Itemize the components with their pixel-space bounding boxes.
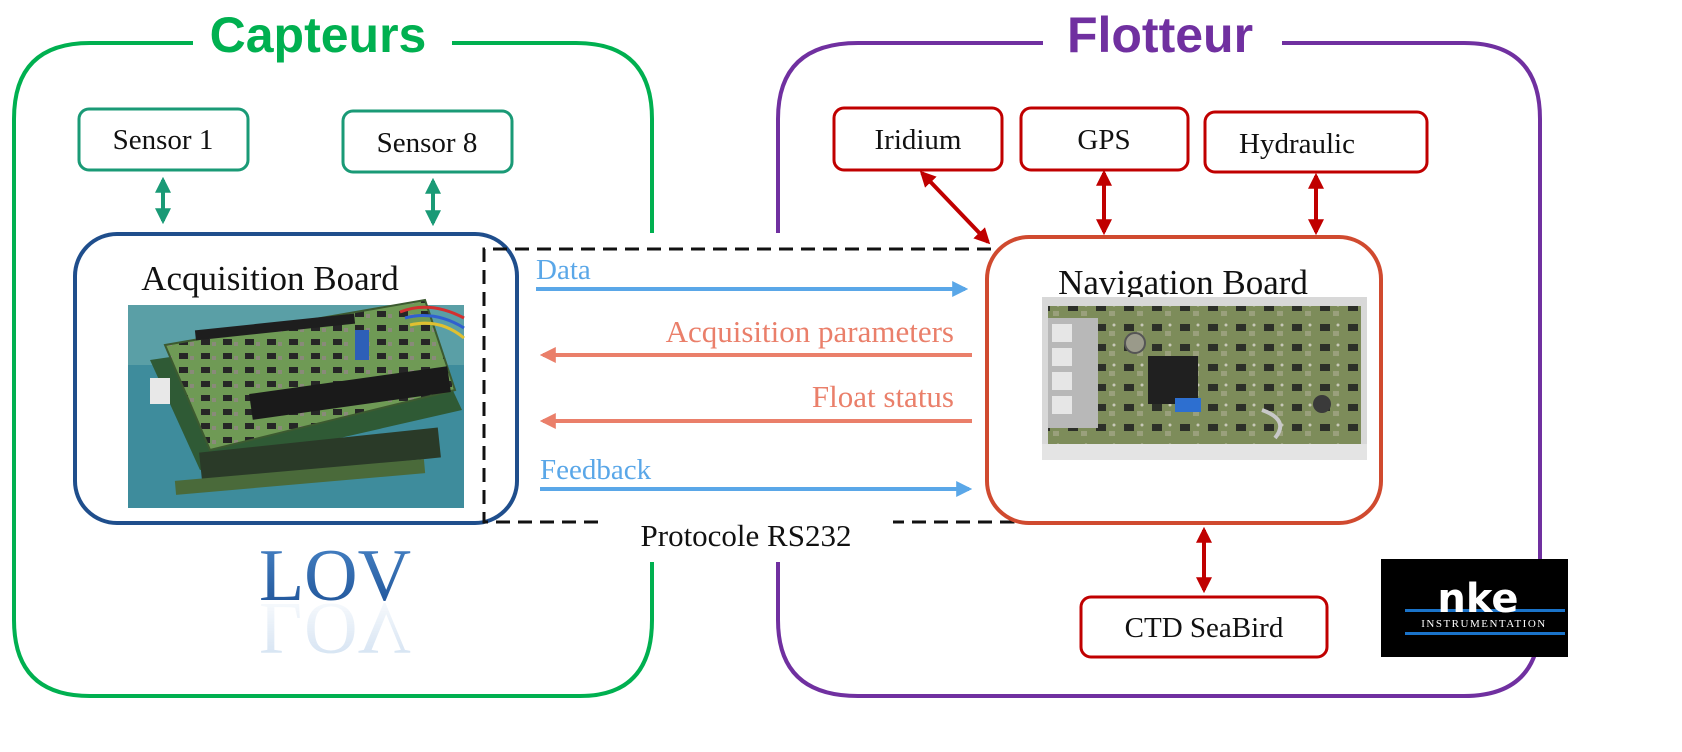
capteurs-group: Capteurs xyxy=(12,7,654,698)
navigation-board-title: Navigation Board xyxy=(1058,263,1308,302)
feedback-arrow-label: Feedback xyxy=(540,454,652,486)
sensor-8-box: Sensor 8 xyxy=(341,109,514,174)
lov-logo-text: LOV xyxy=(259,535,411,617)
navigation-board-photo xyxy=(1042,297,1367,460)
rs232-dashed-boundary xyxy=(482,247,1015,524)
flotteur-title: Flotteur xyxy=(1067,7,1253,63)
protocol-label: Protocole RS232 xyxy=(641,518,852,553)
iridium-link-arrow xyxy=(919,170,991,245)
hydraulic-box: Hydraulic xyxy=(1203,110,1429,174)
ctd-seabird-label: CTD SeaBird xyxy=(1125,612,1284,644)
acquisition-board-box: Acquisition Board xyxy=(73,232,519,525)
navigation-board-box: Navigation Board xyxy=(985,235,1383,525)
nke-logo-sub: INSTRUMENTATION xyxy=(1421,618,1547,630)
acquisition-parameters-flow: Acquisition parameters xyxy=(539,314,972,363)
capteurs-title: Capteurs xyxy=(210,7,427,63)
hydraulic-label: Hydraulic xyxy=(1239,128,1355,160)
float-status-flow: Float status xyxy=(539,379,972,429)
nke-logo-main: nke xyxy=(1437,576,1518,622)
sensor-1-label: Sensor 1 xyxy=(113,124,214,156)
lov-logo-reflection: LOV xyxy=(259,587,411,669)
sensor-1-box: Sensor 1 xyxy=(77,107,250,172)
ctd-seabird-box: CTD SeaBird xyxy=(1079,595,1329,659)
data-flow: Data xyxy=(536,254,969,297)
sensor-8-label: Sensor 8 xyxy=(377,127,478,159)
flotteur-frame xyxy=(776,41,1542,698)
iridium-label: Iridium xyxy=(875,124,962,156)
data-arrow-label: Data xyxy=(536,254,591,286)
nke-logo: nke INSTRUMENTATION xyxy=(1381,559,1568,657)
gps-label: GPS xyxy=(1077,124,1130,156)
feedback-flow: Feedback xyxy=(540,454,973,497)
iridium-box: Iridium xyxy=(832,106,1004,172)
lov-logo: LOV LOV xyxy=(259,535,411,669)
acquisition-parameters-label: Acquisition parameters xyxy=(666,314,954,349)
flotteur-group: Flotteur xyxy=(776,7,1542,698)
acquisition-board-title: Acquisition Board xyxy=(141,259,399,298)
capteurs-frame xyxy=(12,41,654,698)
acquisition-board-photo xyxy=(128,298,465,508)
gps-box: GPS xyxy=(1019,106,1190,172)
float-status-label: Float status xyxy=(812,379,954,414)
